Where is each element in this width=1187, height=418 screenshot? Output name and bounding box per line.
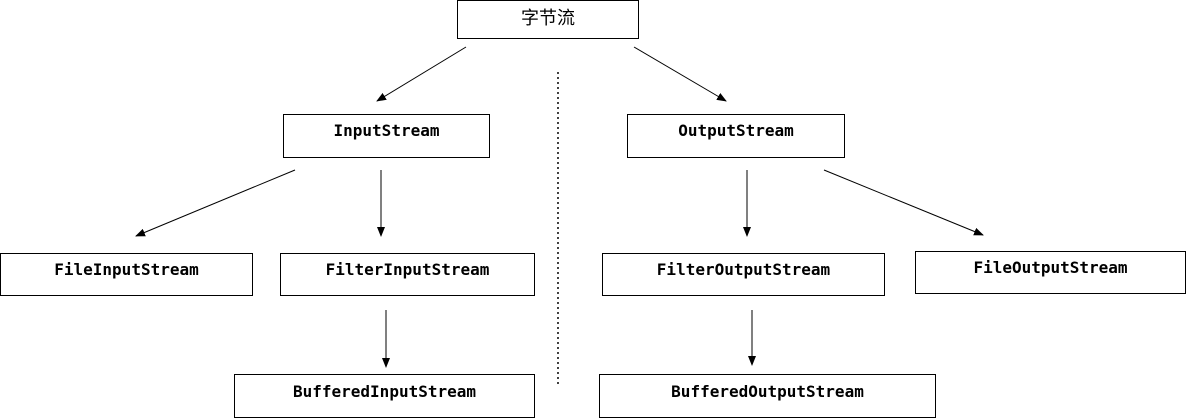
node-output-stream: OutputStream <box>627 114 845 158</box>
arrow-byte-stream-to-output-stream <box>633 46 727 102</box>
arrow-input-stream-to-file-input-stream <box>135 169 296 237</box>
arrow-byte-stream-to-input-stream <box>376 46 467 102</box>
node-filter-input-stream: FilterInputStream <box>280 253 535 296</box>
node-buffered-input-stream: BufferedInputStream <box>234 374 535 418</box>
node-file-input-stream: FileInputStream <box>0 253 253 296</box>
node-filter-output-stream: FilterOutputStream <box>602 253 885 296</box>
arrow-output-stream-to-file-output-stream <box>823 169 984 236</box>
node-buffered-output-stream: BufferedOutputStream <box>599 374 936 418</box>
node-byte-stream: 字节流 <box>457 0 639 39</box>
node-input-stream: InputStream <box>283 114 490 158</box>
node-file-output-stream: FileOutputStream <box>915 251 1186 294</box>
